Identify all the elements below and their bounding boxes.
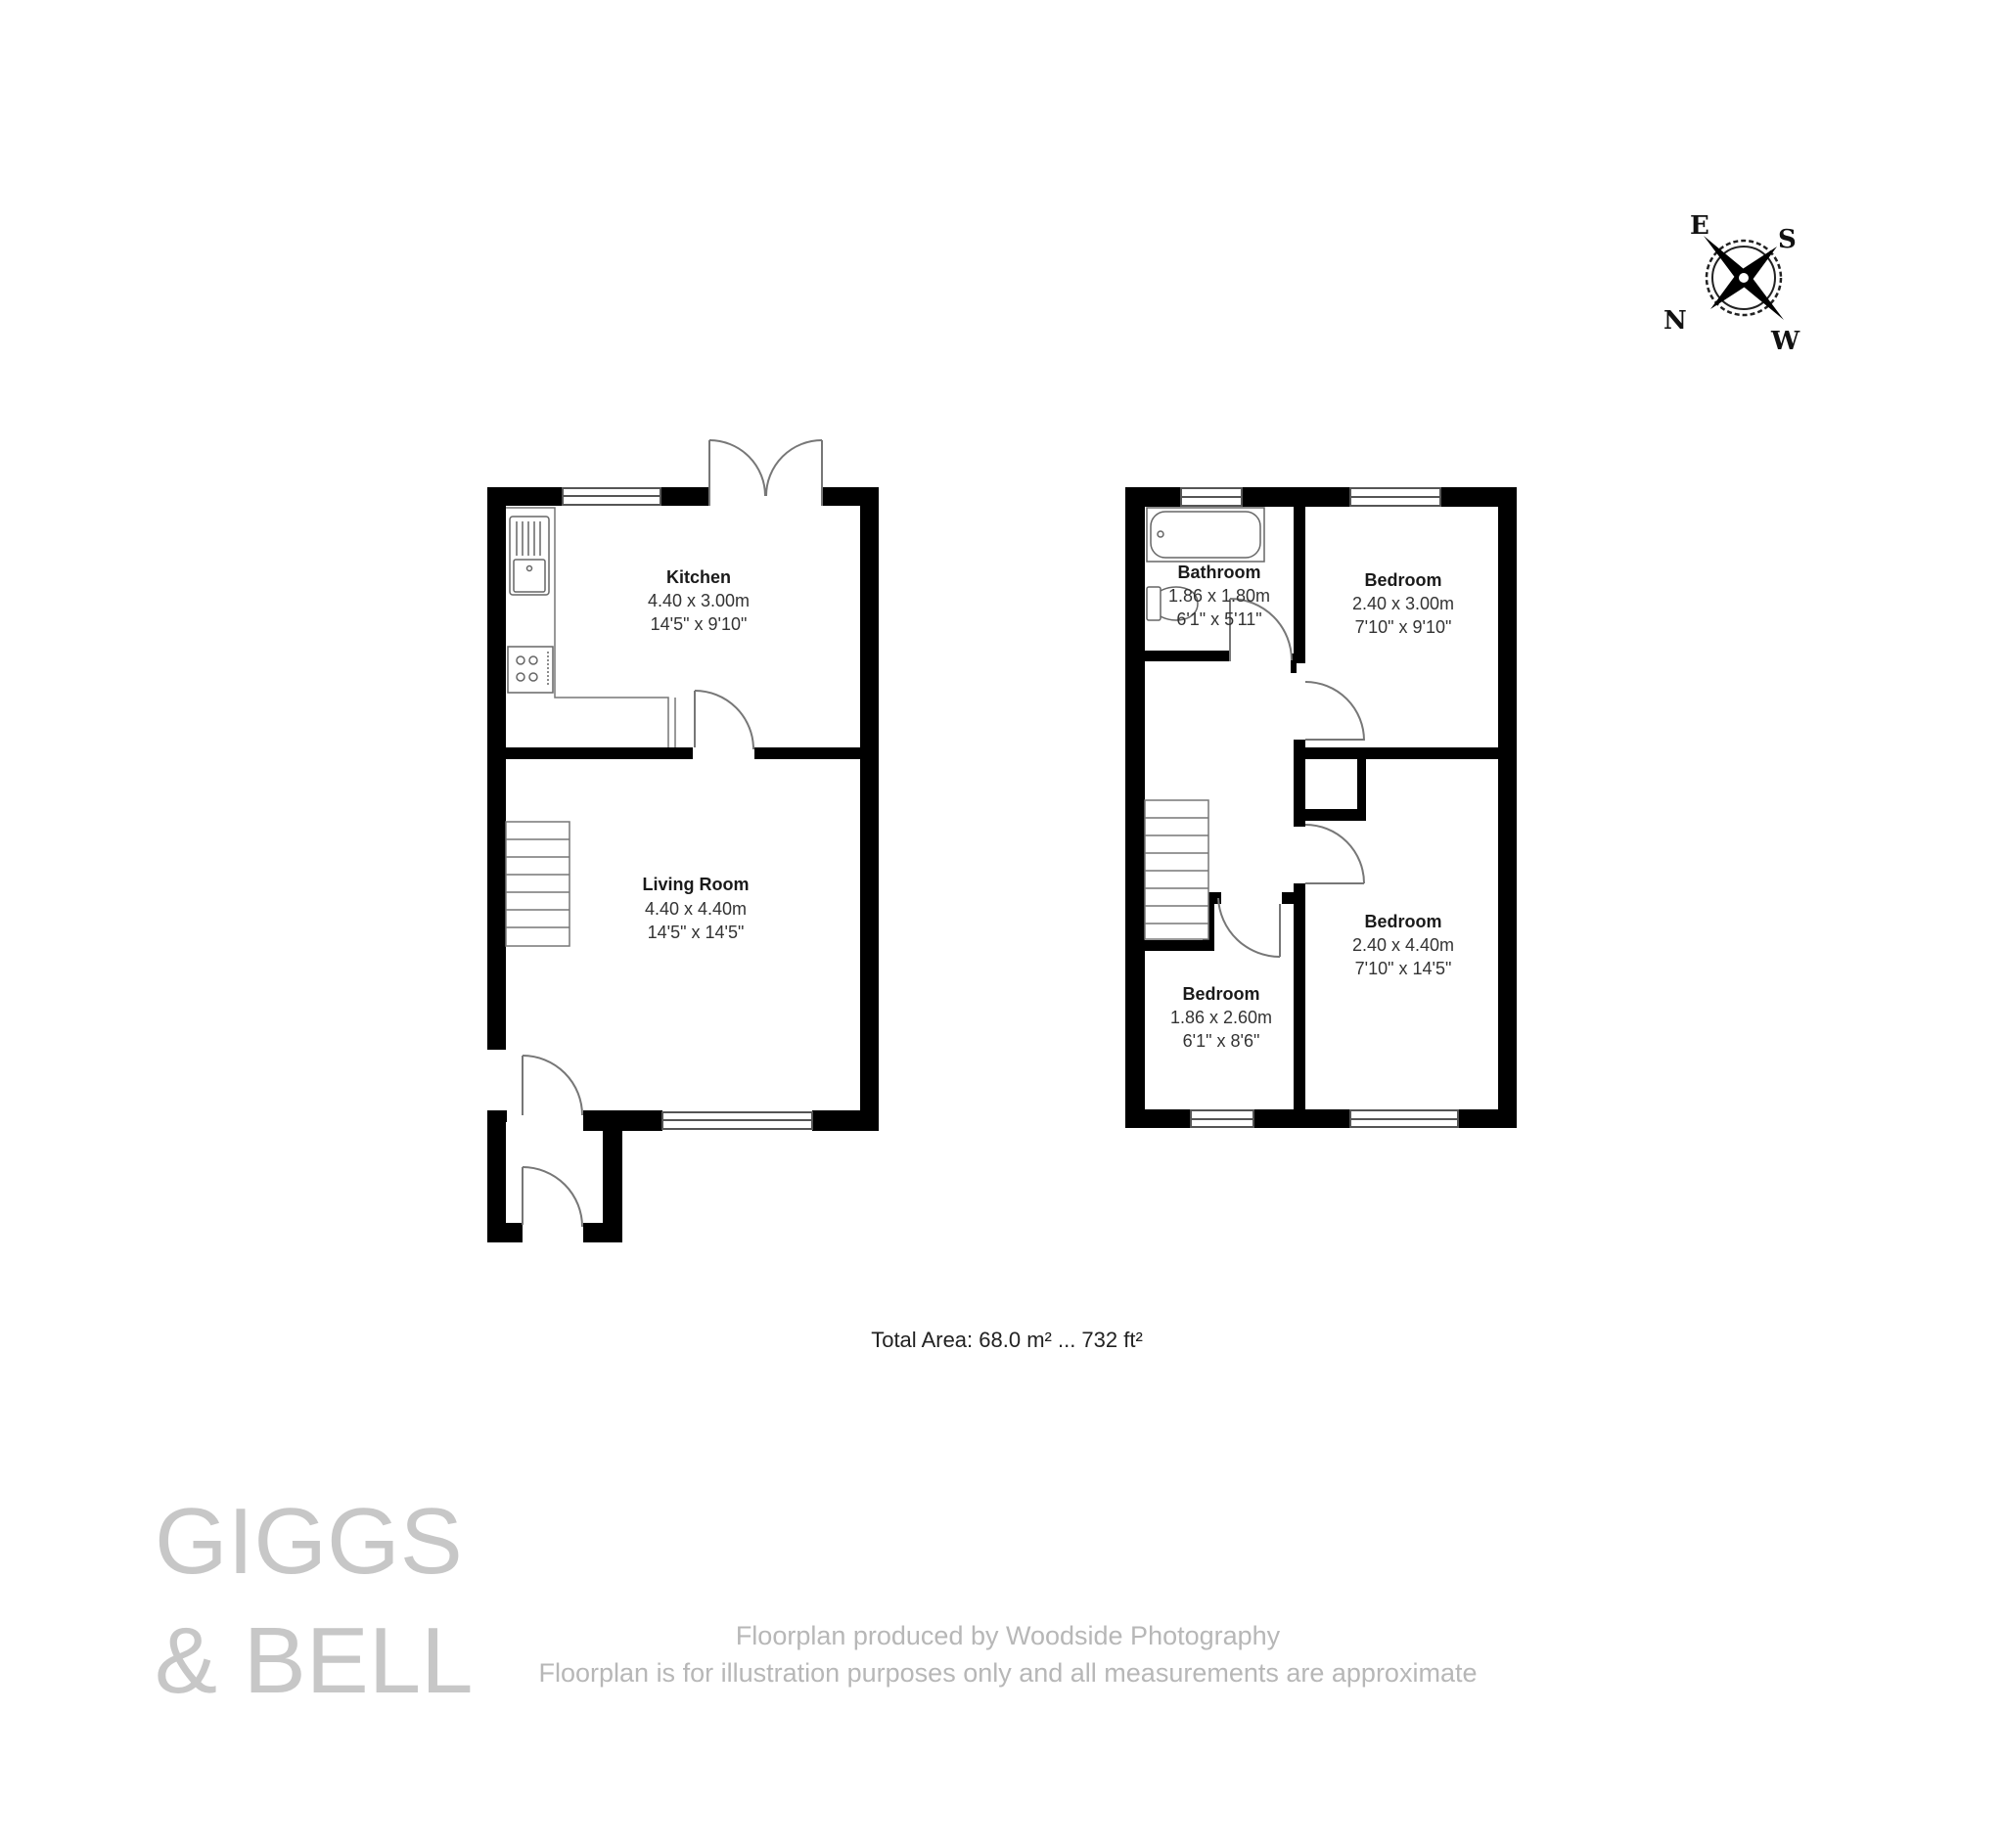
- room-label-bedroom-3: Bedroom 1.86 x 2.60m 6'1" x 8'6": [1170, 984, 1272, 1051]
- room-name: Bedroom: [1364, 570, 1441, 590]
- room-imperial-dimensions: 6'1" x 5'11": [1176, 609, 1261, 629]
- first-floor-windows: [1180, 487, 1459, 1128]
- ground-floor-plan: Kitchen 4.40 x 3.00m 14'5" x 9'10" Livin…: [487, 439, 879, 1242]
- bathroom-door: [1229, 598, 1293, 661]
- room-name: Bedroom: [1364, 912, 1441, 931]
- french-doors: [708, 439, 823, 506]
- room-label-bedroom-1: Bedroom 2.40 x 3.00m 7'10" x 9'10": [1352, 570, 1454, 637]
- room-label-bathroom: Bathroom 1.86 x 1.80m 6'1" x 5'11": [1168, 563, 1270, 629]
- ground-floor-windows: [562, 487, 813, 1130]
- room-name: Bedroom: [1182, 984, 1259, 1004]
- room-name: Bathroom: [1178, 563, 1261, 582]
- room-imperial-dimensions: 14'5" x 14'5": [648, 923, 745, 942]
- first-floor-staircase: [1144, 799, 1209, 940]
- first-floor-plan: Bathroom 1.86 x 1.80m 6'1" x 5'11" Bedro…: [1125, 487, 1517, 1128]
- bedroom-2-door: [1304, 824, 1365, 884]
- room-metric-dimensions: 2.40 x 4.40m: [1352, 935, 1454, 955]
- ground-floor-walls: [487, 487, 879, 1242]
- total-area-text: Total Area: 68.0 m² ... 732 ft²: [871, 1328, 1143, 1352]
- room-metric-dimensions: 1.86 x 2.60m: [1170, 1008, 1272, 1027]
- bedroom-3-door: [1217, 897, 1281, 959]
- compass-west-label: W: [1770, 327, 1800, 356]
- kitchen-door: [694, 690, 754, 750]
- room-metric-dimensions: 4.40 x 4.40m: [645, 899, 747, 919]
- compass-south-label: S: [1778, 225, 1797, 254]
- hob-icon: [507, 646, 554, 694]
- room-imperial-dimensions: 7'10" x 9'10": [1355, 617, 1452, 637]
- compass-north-label: N: [1663, 306, 1687, 336]
- room-imperial-dimensions: 6'1" x 8'6": [1183, 1031, 1260, 1051]
- room-name: Living Room: [643, 875, 750, 894]
- room-label-bedroom-2: Bedroom 2.40 x 4.40m 7'10" x 14'5": [1352, 912, 1454, 978]
- room-imperial-dimensions: 14'5" x 9'10": [651, 614, 748, 634]
- toilet-icon: [1146, 586, 1199, 621]
- room-metric-dimensions: 2.40 x 3.00m: [1352, 594, 1454, 613]
- porch-door: [522, 1166, 583, 1228]
- sink-icon: [509, 516, 550, 596]
- kitchen-worktop: [506, 507, 676, 747]
- room-name: Kitchen: [666, 567, 731, 587]
- bedroom-1-door: [1304, 681, 1365, 742]
- room-imperial-dimensions: 7'10" x 14'5": [1355, 959, 1452, 978]
- room-metric-dimensions: 1.86 x 1.80m: [1168, 586, 1270, 606]
- credit-producer: Floorplan produced by Woodside Photograp…: [735, 1621, 1281, 1650]
- room-label-kitchen: Kitchen 4.40 x 3.00m 14'5" x 9'10": [648, 567, 750, 634]
- room-label-living-room: Living Room 4.40 x 4.40m 14'5" x 14'5": [643, 875, 750, 942]
- credits: Floorplan produced by Woodside Photograp…: [499, 1617, 1517, 1691]
- compass-rose-icon: E S N W: [1663, 211, 1800, 356]
- compass-east-label: E: [1690, 211, 1709, 241]
- total-area-label: Total Area: 68.0 m² ... 732 ft²: [0, 1328, 2004, 1353]
- credit-disclaimer: Floorplan is for illustration purposes o…: [538, 1658, 1478, 1688]
- brand-logo-line-1: GIGGS: [155, 1489, 463, 1594]
- room-metric-dimensions: 4.40 x 3.00m: [648, 591, 750, 610]
- ground-floor-staircase: [505, 821, 570, 947]
- front-door: [522, 1055, 583, 1116]
- brand-logo-line-2: & BELL: [155, 1608, 474, 1713]
- bath-icon: [1146, 507, 1265, 563]
